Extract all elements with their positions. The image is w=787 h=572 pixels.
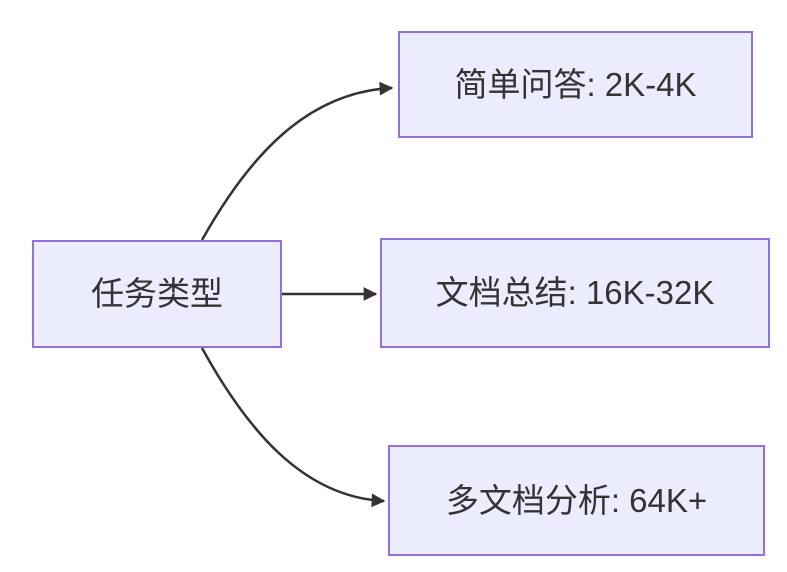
- node-task-type: 任务类型: [32, 240, 282, 348]
- node-multi-doc: 多文档分析: 64K+: [388, 445, 765, 556]
- node-doc-summary-label: 文档总结: 16K-32K: [435, 274, 715, 312]
- node-simple-qa: 简单问答: 2K-4K: [398, 31, 753, 138]
- edge-task-type-to-multi-doc: [200, 347, 386, 508]
- node-task-type-label: 任务类型: [91, 275, 223, 313]
- edge-task-type-to-simple-qa: [200, 81, 394, 241]
- node-multi-doc-label: 多文档分析: 64K+: [445, 481, 708, 519]
- node-simple-qa-label: 简单问答: 2K-4K: [454, 65, 697, 103]
- node-doc-summary: 文档总结: 16K-32K: [380, 238, 770, 348]
